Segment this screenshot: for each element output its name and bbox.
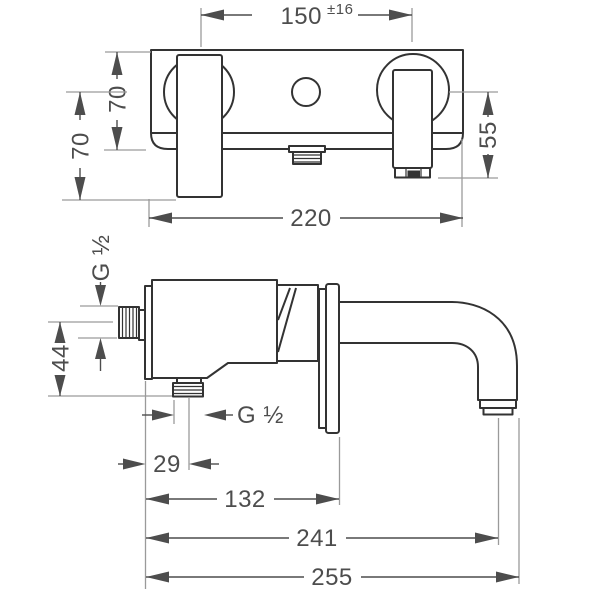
dim-label-150-tolerance: ±16: [327, 1, 353, 18]
lever-edge-front: [277, 287, 297, 353]
dim-label-44: 44: [48, 344, 75, 372]
dim-inlet-thread: G ½: [78, 235, 118, 371]
dim-total-width: 220: [148, 139, 463, 232]
dim-label-150: 150: [280, 3, 322, 30]
dim-outlet-offset: 29: [118, 451, 219, 478]
dim-label-29: 29: [153, 451, 181, 478]
dim-outlet-thread: G ½: [142, 398, 284, 470]
dim-label-241: 241: [296, 525, 338, 552]
wall-plate-side: [144, 285, 153, 380]
side-view: G ½ 44 G ½ 29: [48, 235, 520, 591]
spout-tip-ring-inner: [482, 407, 514, 416]
dim-height-offset: 44: [48, 321, 172, 397]
body-side: [151, 279, 278, 379]
dim-label-55: 55: [475, 121, 502, 149]
dim-reach-center: 241: [146, 418, 500, 552]
dim-label-g12-outlet: G ½: [237, 402, 284, 429]
spout-side: [338, 301, 518, 401]
spout-tip-ring-outer: [479, 399, 517, 409]
lever-edge-back: [277, 287, 291, 321]
dim-label-255: 255: [311, 564, 353, 591]
dim-spout-height: 55: [438, 91, 502, 179]
dim-body-height: 70: [104, 51, 151, 151]
front-view: 150 ±16 70 70: [62, 1, 502, 232]
spout-front: [392, 69, 433, 169]
spout-aerator-dark-slot: [407, 170, 420, 178]
center-boss: [291, 77, 321, 107]
dim-label-132: 132: [224, 486, 266, 513]
dim-body-depth: 132: [146, 437, 341, 513]
dim-label-70-body: 70: [105, 85, 132, 113]
cartridge-housing: [276, 284, 319, 362]
dim-connection-spacing: 150 ±16: [200, 1, 413, 47]
dim-label-220: 220: [290, 205, 332, 232]
escutcheon-flange-side: [318, 288, 327, 429]
dim-handle-height: 70: [62, 91, 176, 201]
dim-label-70-handle: 70: [68, 132, 95, 160]
dim-label-g12-inlet: G ½: [88, 235, 115, 282]
escutcheon-side: [325, 283, 340, 434]
handle-lever-front: [176, 54, 223, 198]
dim-reach-total: 255: [146, 418, 520, 591]
